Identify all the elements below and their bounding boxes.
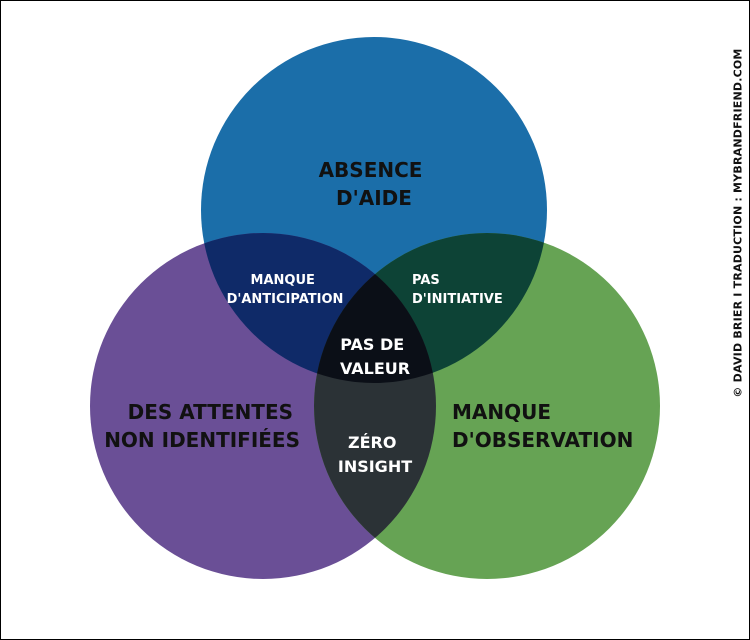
credit-text: © DAVID BRIER I TRADUCTION : MYBRANDFRIE… [731,48,745,398]
label-zero-insight: ZÉRO INSIGHT [338,433,412,476]
label-manque-anticipation: MANQUE D'ANTICIPATION [227,273,344,307]
label-manque-observation: MANQUE D'OBSERVATION [452,400,633,452]
overlap-center [314,233,436,383]
label-absence-aide: ABSENCE D'AIDE [319,158,430,210]
label-attentes-non-identifiees: DES ATTENTES NON IDENTIFIÉES [104,400,300,452]
label-pas-de-valeur: PAS DE VALEUR [340,335,410,378]
label-pas-initiative: PAS D'INITIATIVE [412,273,503,307]
